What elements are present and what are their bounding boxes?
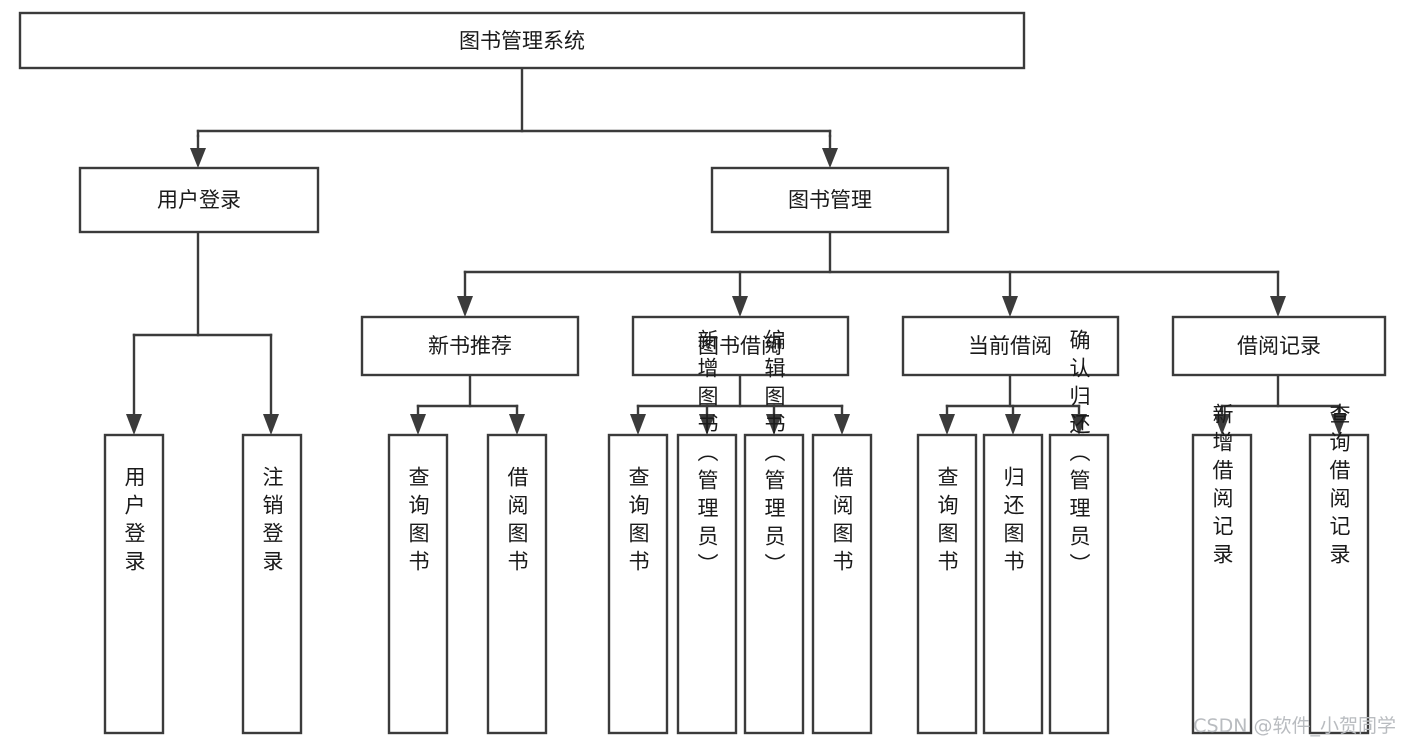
arrow-head-icon	[509, 414, 525, 435]
node-box[interactable]	[18, 11, 1026, 70]
arrow-head-icon	[1005, 414, 1021, 435]
node-new-book-recommend[interactable]: 新书推荐	[360, 315, 580, 377]
node-box[interactable]	[607, 433, 669, 735]
node-label-book-management: 图书管理	[788, 188, 872, 212]
node-label-leaf-borrow-book-2: 借阅图书	[830, 466, 854, 578]
node-root-system[interactable]: 图书管理系统	[18, 11, 1026, 70]
node-label-current-borrow: 当前借阅	[968, 334, 1052, 358]
arrow-head-icon	[822, 148, 838, 168]
node-box[interactable]	[1171, 315, 1387, 377]
arrow-head-icon	[939, 414, 955, 435]
node-borrow-record[interactable]: 借阅记录	[1171, 315, 1387, 377]
arrow-head-icon	[630, 414, 646, 435]
node-label-leaf-query-book-3: 查询图书	[935, 466, 959, 578]
node-box[interactable]	[1048, 433, 1110, 735]
connector-book-borrow-to-leaves	[630, 373, 850, 435]
connector-user-login-to-leaves	[126, 230, 279, 435]
node-label-leaf-edit-book: 编辑图书（管理员）	[762, 329, 786, 581]
node-label-new-book-recommend: 新书推荐	[428, 334, 512, 358]
arrow-head-icon	[834, 414, 850, 435]
node-box[interactable]	[811, 433, 873, 735]
arrow-head-icon	[1071, 414, 1087, 435]
arrow-head-icon	[263, 414, 279, 435]
node-leaf-edit-book[interactable]: 编辑图书（管理员）	[743, 329, 805, 735]
node-box[interactable]	[743, 433, 805, 735]
node-leaf-query-book-2[interactable]: 查询图书	[607, 433, 669, 735]
node-label-user-login: 用户登录	[157, 188, 241, 212]
arrow-head-icon	[190, 148, 206, 168]
node-leaf-add-book[interactable]: 新增图书（管理员）	[676, 329, 738, 735]
node-box[interactable]	[360, 315, 580, 377]
node-label-book-borrow: 图书借阅	[698, 334, 782, 358]
node-current-borrow[interactable]: 当前借阅	[901, 315, 1120, 377]
node-box[interactable]	[982, 433, 1044, 735]
node-leaf-query-record[interactable]: 查询借阅记录	[1308, 403, 1370, 735]
node-leaf-user-login[interactable]: 用户登录	[103, 433, 165, 735]
node-label-root: 图书管理系统	[459, 29, 585, 53]
node-box[interactable]	[103, 433, 165, 735]
node-book-borrow[interactable]: 图书借阅	[631, 315, 850, 377]
connector-book-management-to-level3	[457, 230, 1286, 317]
node-label-leaf-query-record: 查询借阅记录	[1327, 403, 1351, 571]
node-label-leaf-query-book-2: 查询图书	[626, 466, 650, 578]
node-leaf-borrow-book-1[interactable]: 借阅图书	[486, 433, 548, 735]
node-label-leaf-borrow-book-1: 借阅图书	[505, 466, 529, 578]
node-box[interactable]	[710, 166, 950, 234]
node-label-leaf-add-book: 新增图书（管理员）	[695, 329, 719, 581]
node-label-borrow-record: 借阅记录	[1237, 334, 1321, 358]
node-label-leaf-add-record: 新增借阅记录	[1210, 403, 1234, 571]
node-box[interactable]	[916, 433, 978, 735]
node-label-leaf-logout-login: 注销登录	[260, 466, 284, 578]
node-leaf-query-book-3[interactable]: 查询图书	[916, 433, 978, 735]
node-leaf-logout-login[interactable]: 注销登录	[241, 433, 303, 735]
node-box[interactable]	[631, 315, 850, 377]
connector-new-book-recommend-to-leaves	[410, 373, 525, 435]
node-box[interactable]	[486, 433, 548, 735]
node-box[interactable]	[676, 433, 738, 735]
arrow-head-icon	[410, 414, 426, 435]
node-leaf-return-book[interactable]: 归还图书	[982, 433, 1044, 735]
arrow-head-icon	[1214, 414, 1230, 435]
node-box[interactable]	[1191, 433, 1253, 735]
node-leaf-query-book-1[interactable]: 查询图书	[387, 433, 449, 735]
connector-current-borrow-to-leaves	[939, 373, 1087, 435]
node-leaf-borrow-book-2[interactable]: 借阅图书	[811, 433, 873, 735]
node-label-leaf-return-book: 归还图书	[1001, 466, 1025, 578]
node-leaf-confirm-return[interactable]: 确认归还（管理员）	[1048, 329, 1110, 735]
node-label-leaf-user-login: 用户登录	[122, 466, 146, 578]
node-user-login[interactable]: 用户登录	[78, 166, 320, 234]
node-box[interactable]	[1308, 433, 1370, 735]
arrow-head-icon	[1002, 296, 1018, 317]
node-label-leaf-query-book-1: 查询图书	[406, 466, 430, 578]
node-box[interactable]	[387, 433, 449, 735]
arrow-head-icon	[1270, 296, 1286, 317]
node-box[interactable]	[241, 433, 303, 735]
node-box[interactable]	[78, 166, 320, 234]
arrow-head-icon	[1331, 414, 1347, 435]
node-leaf-add-record[interactable]: 新增借阅记录	[1191, 403, 1253, 735]
arrow-head-icon	[457, 296, 473, 317]
watermark-label: CSDN @软件_小贺同学	[1193, 715, 1396, 737]
arrow-head-icon	[126, 414, 142, 435]
arrow-head-icon	[699, 414, 715, 435]
arrow-head-icon	[732, 296, 748, 317]
connector-root-to-level2	[190, 66, 838, 168]
arrow-head-icon	[766, 414, 782, 435]
node-book-management[interactable]: 图书管理	[710, 166, 950, 234]
connector-borrow-record-to-leaves	[1214, 373, 1347, 435]
node-box[interactable]	[901, 315, 1120, 377]
node-label-leaf-confirm-return: 确认归还（管理员）	[1067, 329, 1091, 581]
